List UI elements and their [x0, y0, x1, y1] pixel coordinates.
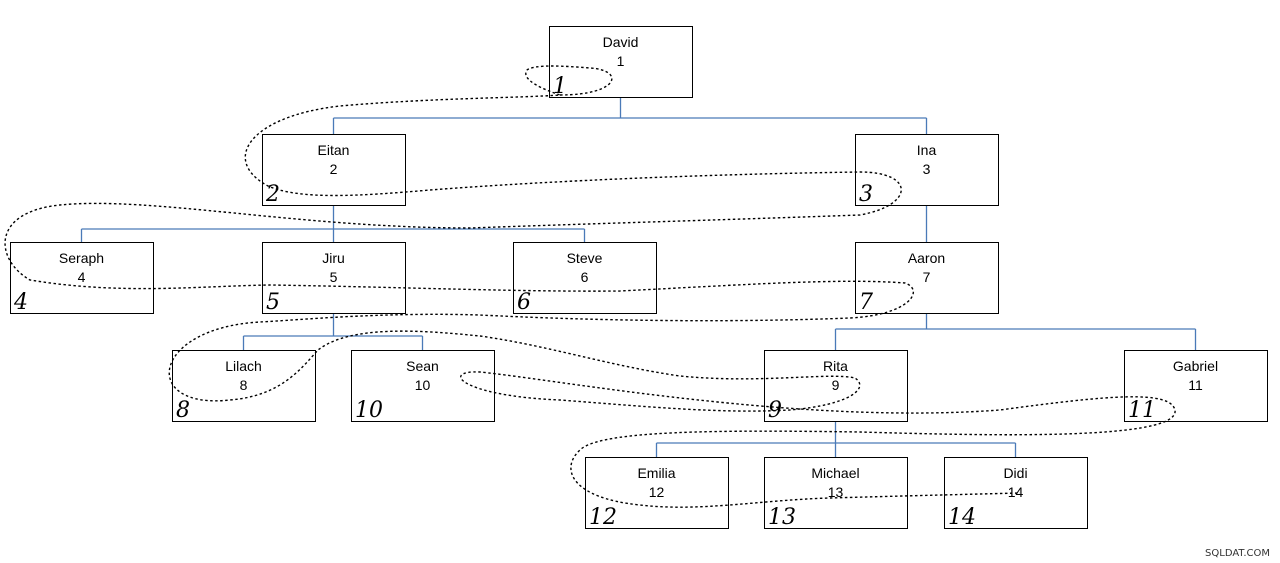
- node-id: 8: [240, 377, 248, 393]
- visit-order-mark: 8: [176, 398, 190, 423]
- node-name: Ina: [917, 142, 937, 158]
- tree-node-emilia: Emilia 12: [585, 457, 729, 529]
- visit-order-mark: 14: [948, 505, 976, 530]
- node-id: 2: [330, 161, 338, 177]
- tree-node-lilach: Lilach 8: [172, 350, 316, 422]
- connector-lines: [80, 97, 1197, 457]
- node-id: 13: [828, 484, 844, 500]
- tree-node-david: David 1: [549, 26, 693, 98]
- node-name: Michael: [811, 465, 859, 481]
- node-id: 4: [78, 269, 86, 285]
- node-name: David: [603, 34, 639, 50]
- tree-node-ina: Ina 3: [855, 134, 999, 206]
- watermark: SQLDAT.COM: [1205, 548, 1270, 559]
- node-name: Gabriel: [1173, 358, 1218, 374]
- node-id: 9: [832, 377, 840, 393]
- tree-node-jiru: Jiru 5: [262, 242, 406, 314]
- node-name: Didi: [1003, 465, 1027, 481]
- node-id: 10: [415, 377, 431, 393]
- node-box: [1124, 350, 1268, 422]
- node-id: 14: [1008, 484, 1024, 500]
- visit-order-mark: 5: [266, 290, 280, 315]
- visit-order-mark: 11: [1128, 398, 1156, 423]
- visit-order-mark: 9: [768, 398, 782, 423]
- visit-order-mark: 3: [859, 182, 873, 207]
- node-id: 5: [330, 269, 338, 285]
- tree-node-michael: Michael 13: [764, 457, 908, 529]
- node-id: 1: [617, 53, 625, 69]
- node-name: Lilach: [225, 358, 262, 374]
- tree-node-steve: Steve 6: [513, 242, 657, 314]
- visit-order-mark: 4: [13, 290, 28, 315]
- visit-order-mark: 7: [859, 290, 873, 315]
- node-name: Steve: [567, 250, 603, 266]
- tree-node-seraph: Seraph 4: [10, 242, 154, 314]
- node-box: [172, 350, 316, 422]
- node-name: Seraph: [59, 250, 104, 266]
- node-box: [10, 242, 154, 314]
- node-name: Rita: [823, 358, 848, 374]
- node-id: 3: [923, 161, 931, 177]
- node-name: Emilia: [637, 465, 675, 481]
- node-box: [764, 457, 908, 529]
- node-box: [855, 134, 999, 206]
- node-box: [585, 457, 729, 529]
- tree-node-aaron: Aaron 7: [855, 242, 999, 314]
- node-box: [513, 242, 657, 314]
- node-name: Aaron: [908, 250, 945, 266]
- visit-order-mark: 13: [768, 505, 796, 530]
- node-name: Eitan: [318, 142, 350, 158]
- node-box: [262, 242, 406, 314]
- node-name: Jiru: [322, 250, 345, 266]
- node-name: Sean: [406, 358, 439, 374]
- node-id: 7: [923, 269, 931, 285]
- node-box: [855, 242, 999, 314]
- dotted-traversal-path: [4, 65, 1176, 508]
- node-id: 6: [581, 269, 589, 285]
- node-id: 11: [1188, 377, 1203, 393]
- visit-order-mark: 12: [589, 505, 617, 530]
- visit-order-mark: 10: [355, 398, 383, 423]
- visit-order-mark: 1: [553, 74, 567, 99]
- node-box: [549, 26, 693, 98]
- tree-node-gabriel: Gabriel 11: [1124, 350, 1268, 422]
- tree-node-eitan: Eitan 2: [262, 134, 406, 206]
- node-id: 12: [649, 484, 665, 500]
- visit-order-mark: 6: [517, 290, 531, 315]
- tree-node-rita: Rita 9: [764, 350, 908, 422]
- visit-order-mark: 2: [265, 182, 280, 207]
